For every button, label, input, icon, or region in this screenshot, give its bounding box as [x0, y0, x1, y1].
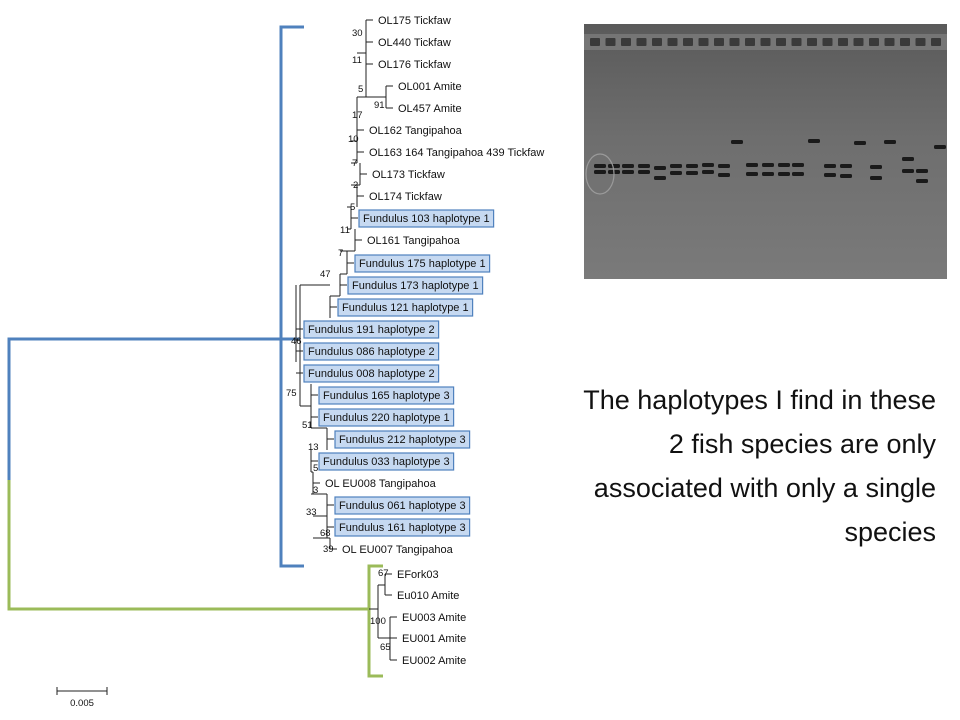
haplotype-highlight-box [303, 364, 440, 383]
leaf-label: Fundulus 212 haplotype 3 [339, 434, 466, 446]
leaf-label: OL173 Tickfaw [372, 169, 445, 181]
leaf-label: Fundulus 173 haplotype 1 [352, 280, 479, 292]
leaf-label: Fundulus 161 haplotype 3 [339, 522, 466, 534]
support-value: 7 [352, 158, 357, 169]
haplotype-highlight-box [354, 254, 491, 273]
haplotype-highlight-box [358, 209, 495, 228]
haplotype-highlight-box [334, 496, 471, 515]
leaf-label: Fundulus 191 haplotype 2 [308, 324, 435, 336]
haplotype-highlight-box [303, 320, 440, 339]
support-value: 47 [320, 269, 331, 280]
support-value: 33 [306, 507, 317, 518]
lower-clade-bracket [367, 564, 383, 678]
leaf-label: OL440 Tickfaw [378, 37, 451, 49]
scale-bar-label: 0.005 [70, 698, 94, 709]
support-value: 11 [352, 55, 362, 66]
root-branch-upper [7, 337, 300, 480]
leaf-label: EFork03 [397, 569, 439, 581]
leaf-label: Fundulus 175 haplotype 1 [359, 258, 486, 270]
haplotype-highlight-box [337, 298, 474, 317]
leaf-label: OL EU008 Tangipahoa [325, 478, 437, 490]
haplotype-highlight-box [318, 408, 455, 427]
clade-brackets [7, 25, 383, 678]
support-value: 46 [291, 336, 302, 347]
support-value: 11 [340, 225, 350, 236]
support-value: 65 [380, 642, 391, 653]
leaf-label: Fundulus 061 haplotype 3 [339, 500, 466, 512]
leaf-label: EU003 Amite [402, 612, 466, 624]
haplotype-highlight-box [334, 430, 471, 449]
leaf-label: OL457 Amite [398, 103, 462, 115]
support-value: 10 [348, 134, 359, 145]
leaf-label: Fundulus 103 haplotype 1 [363, 213, 490, 225]
leaf-label: OL162 Tangipahoa [369, 125, 463, 137]
support-value: 91 [374, 100, 385, 111]
tree-branches [295, 19, 397, 661]
leaf-label: EU001 Amite [402, 633, 466, 645]
leaf-label: Fundulus 165 haplotype 3 [323, 390, 450, 402]
leaf-label: OL163 164 Tangipahoa 439 Tickfaw [369, 147, 544, 159]
support-value: 39 [323, 544, 334, 555]
leaf-label: Fundulus 086 haplotype 2 [308, 346, 435, 358]
support-value: 67 [378, 568, 389, 579]
support-value: 3 [313, 485, 318, 496]
haplotype-highlight-box [318, 452, 455, 471]
leaf-label: OL161 Tangipahoa [367, 235, 461, 247]
highlight-boxes [303, 209, 495, 537]
support-value: 5 [350, 202, 355, 213]
upper-clade-bracket [279, 25, 304, 568]
leaf-label: Fundulus 033 haplotype 3 [323, 456, 450, 468]
support-value: 75 [286, 388, 297, 399]
support-value: 51 [302, 420, 313, 431]
support-value: 68 [320, 528, 331, 539]
support-value: 100 [370, 616, 386, 627]
support-value: 5 [313, 463, 318, 474]
support-value: 2 [353, 180, 358, 191]
support-value: 13 [308, 442, 319, 453]
haplotype-highlight-box [303, 342, 440, 361]
leaf-label: Fundulus 220 haplotype 1 [323, 412, 450, 424]
gel-electrophoresis-image [584, 24, 947, 279]
root-branch-lower [7, 480, 369, 611]
leaf-label: OL EU007 Tangipahoa [342, 544, 454, 556]
leaf-label: EU002 Amite [402, 655, 466, 667]
leaf-label: Fundulus 121 haplotype 1 [342, 302, 469, 314]
leaf-label: Eu010 Amite [397, 590, 459, 602]
support-value: 5 [358, 84, 363, 95]
leaf-label: OL174 Tickfaw [369, 191, 442, 203]
support-value: 7 [338, 248, 343, 259]
support-value: 17 [352, 110, 363, 121]
haplotype-highlight-box [334, 518, 471, 537]
haplotype-highlight-box [318, 386, 455, 405]
leaf-label: OL175 Tickfaw [378, 15, 451, 27]
support-value: 30 [352, 28, 363, 39]
support-values: 3011591171072511747467551135333683967100… [286, 28, 391, 653]
leaf-label: OL001 Amite [398, 81, 462, 93]
leaf-label: Fundulus 008 haplotype 2 [308, 368, 435, 380]
scale-bar: 0.005 [56, 687, 108, 709]
leaf-label: OL176 Tickfaw [378, 59, 451, 71]
haplotype-highlight-box [347, 276, 484, 295]
caption-text: The haplotypes I find in these 2 fish sp… [583, 385, 936, 547]
